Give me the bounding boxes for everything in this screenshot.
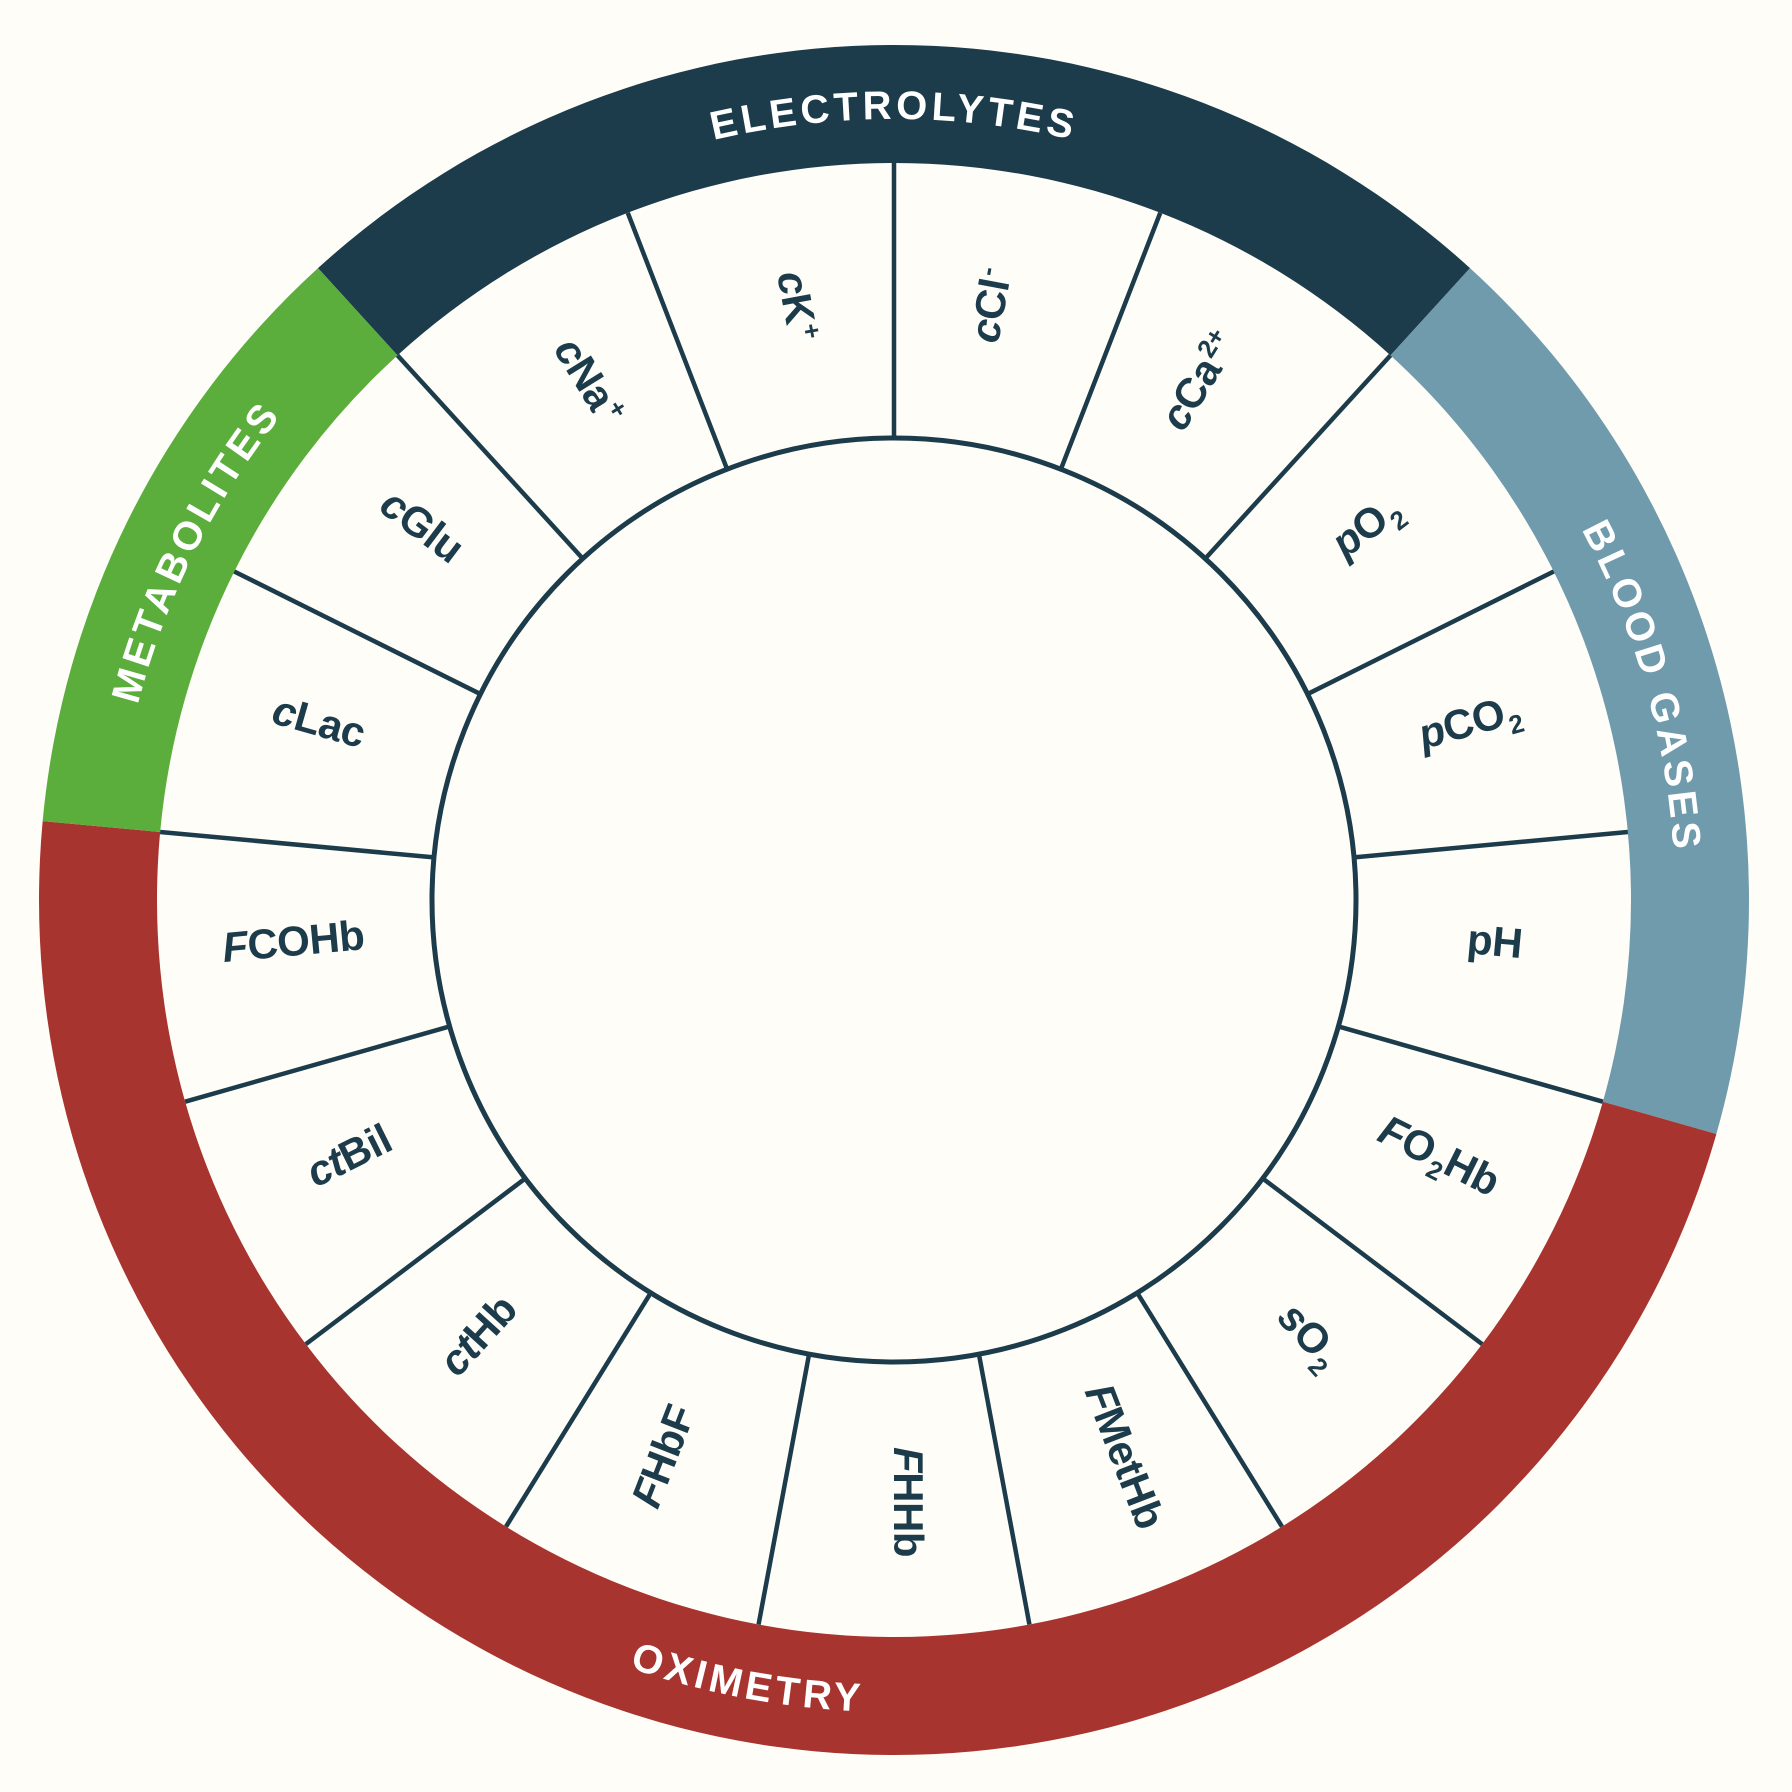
segment-divider (625, 211, 730, 471)
segment-label-part: pH (1465, 915, 1524, 967)
segment-divider (1261, 1176, 1484, 1346)
segment-divider (184, 1024, 451, 1104)
segment-divider (1337, 1024, 1604, 1104)
segment-divider (1203, 353, 1393, 561)
wheel-hub-circle (429, 435, 1359, 1365)
category-band-metabolites (42, 268, 398, 832)
segment-dividers (159, 163, 1629, 1625)
segment-label-fhhb: FHHb (885, 1447, 932, 1557)
segment-divider (1306, 569, 1555, 697)
segment-label-part: COHb (245, 911, 366, 969)
category-band-oximetry (39, 821, 1717, 1755)
segment-label-ph: pH (1465, 915, 1524, 967)
segment-divider (1353, 829, 1629, 860)
category-bands (39, 45, 1749, 1755)
segment-divider (1135, 1291, 1284, 1528)
segment-label-part: HHb (885, 1472, 932, 1557)
segment-label-part: + (796, 321, 828, 341)
segment-divider (159, 829, 435, 860)
segment-divider (976, 1353, 1032, 1625)
category-band-electrolytes (317, 45, 1471, 356)
segment-divider (233, 569, 482, 697)
category-band-blood-gases (1390, 268, 1749, 1134)
segment-divider (395, 353, 585, 561)
segment-divider (504, 1291, 653, 1528)
segment-divider (756, 1353, 812, 1625)
segment-label-part: Cl (965, 275, 1019, 324)
segment-label-part: F (885, 1447, 932, 1474)
segment-label-ccl: cCl- (959, 265, 1020, 347)
segment-divider (304, 1176, 527, 1346)
segment-divider (1058, 211, 1163, 471)
segment-label-fcohb: FCOHb (220, 911, 366, 971)
